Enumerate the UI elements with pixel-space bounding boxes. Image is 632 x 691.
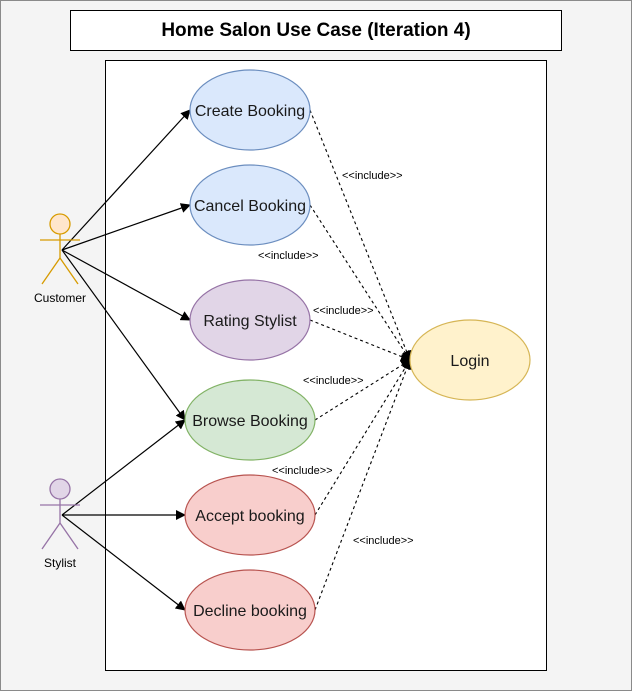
use-case-ellipse	[184, 569, 316, 651]
use-case-rating-stylist[interactable]: Rating Stylist	[189, 279, 311, 361]
include-cancel-login	[309, 204, 411, 361]
include-decline-login	[314, 359, 412, 611]
use-case-label: Accept booking	[195, 508, 304, 525]
use-case-login[interactable]: Login	[409, 319, 531, 401]
assoc-customer-rating	[61, 249, 191, 321]
include-labels: <<include>> <<include>> <<include>> <<in…	[258, 170, 414, 547]
use-case-label: Cancel Booking	[194, 198, 306, 215]
actor-customer[interactable]: Customer	[34, 213, 86, 305]
include-label-accept: <<include>>	[272, 465, 333, 477]
assoc-stylist-decline	[61, 514, 186, 611]
include-label-rating: <<include>>	[313, 305, 374, 317]
use-case-cancel-booking[interactable]: Cancel Booking	[189, 164, 311, 246]
use-case-label: Decline booking	[193, 603, 307, 620]
diagram-title: Home Salon Use Case (Iteration 4)	[70, 10, 562, 51]
use-case-ellipse	[189, 279, 311, 361]
assoc-customer-cancel	[61, 203, 191, 251]
include-label-browse: <<include>>	[303, 375, 364, 387]
use-case-ellipse	[184, 474, 316, 556]
stick-figure-icon	[40, 478, 80, 550]
include-label-create: <<include>>	[342, 170, 403, 182]
include-relations	[309, 109, 412, 611]
use-case-browse-booking[interactable]: Browse Booking	[184, 379, 316, 461]
include-label-cancel: <<include>>	[258, 250, 319, 262]
assoc-customer-create	[61, 109, 191, 251]
use-case-label: Create Booking	[195, 103, 305, 120]
actor-stylist[interactable]: Stylist	[40, 478, 80, 570]
use-case-ellipse	[189, 164, 311, 246]
use-case-label: Browse Booking	[192, 413, 308, 430]
include-accept-login	[314, 359, 411, 516]
customer-associations	[61, 109, 191, 421]
include-browse-login	[314, 359, 411, 421]
use-case-label: Rating Stylist	[203, 313, 297, 330]
use-case-ellipse	[189, 69, 311, 151]
stylist-associations	[61, 419, 186, 611]
use-case-ellipse	[409, 319, 531, 401]
use-case-accept-booking[interactable]: Accept booking	[184, 474, 316, 556]
actor-label: Customer	[34, 291, 86, 305]
actor-label: Stylist	[44, 556, 77, 570]
include-rating-login	[309, 319, 411, 362]
use-case-label: Login	[450, 353, 489, 370]
include-label-decline: <<include>>	[353, 535, 414, 547]
use-case-ellipse	[184, 379, 316, 461]
use-case-create-booking[interactable]: Create Booking	[189, 69, 311, 151]
use-case-decline-booking[interactable]: Decline booking	[184, 569, 316, 651]
include-create-login	[309, 109, 412, 361]
assoc-customer-browse	[61, 249, 186, 421]
assoc-stylist-browse	[61, 419, 186, 516]
stick-figure-icon	[40, 213, 80, 285]
